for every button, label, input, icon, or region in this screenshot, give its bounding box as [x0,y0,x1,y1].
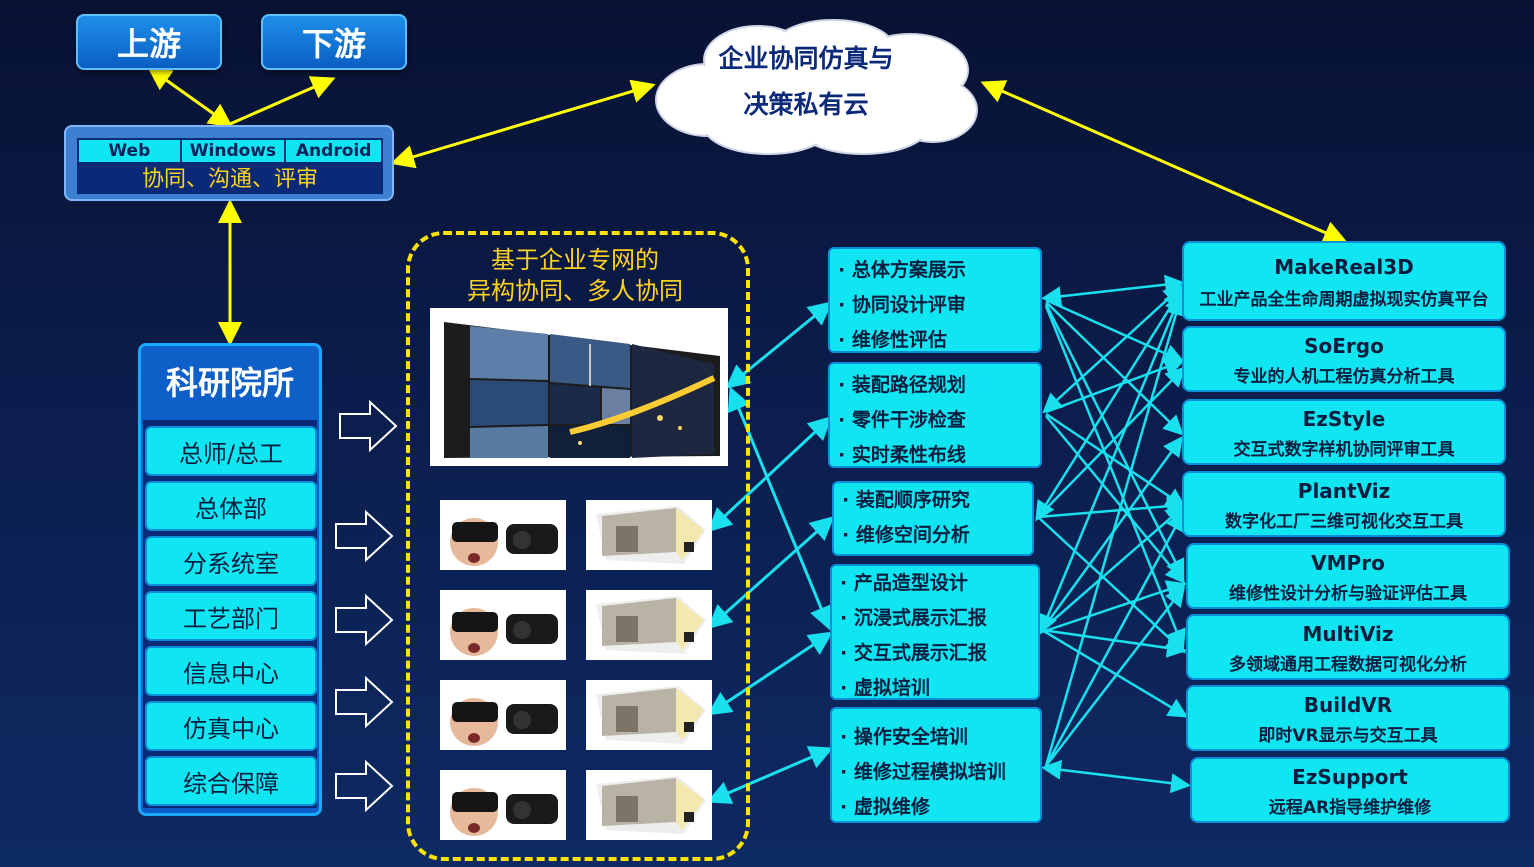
function-item: · 虚拟维修 [840,796,930,818]
function-item: · 总体方案展示 [838,259,966,281]
tool-box-vmpro: VMPro 维修性设计分析与验证评估工具 [1186,543,1510,609]
tool-desc: 数字化工厂三维可视化交互工具 [1225,512,1463,532]
vr-scene-image [586,590,712,660]
upstream-label: 上游 [116,25,181,63]
function-item: · 零件干涉检查 [838,409,966,431]
institute-item: 总体部 [145,481,317,531]
function-box-4: · 产品造型设计 · 沉浸式展示汇报 · 交互式展示汇报 · 虚拟培训 [830,564,1040,700]
function-item: · 沉浸式展示汇报 [840,607,987,629]
institute-item: 综合保障 [145,756,317,806]
vr-scene-image [586,680,712,750]
institute-item: 分系统室 [145,536,317,586]
function-item: · 交互式展示汇报 [840,642,987,664]
downstream-button: 下游 [261,14,407,70]
tool-name: EzSupport [1292,765,1408,789]
hollow-arrow-1 [339,399,398,453]
tool-name: SoErgo [1304,334,1384,358]
institute-list: 总师/总工 总体部 分系统室 工艺部门 信息中心 仿真中心 综合保障 [143,420,317,808]
hollow-arrow-5 [335,759,394,813]
tool-desc: 远程AR指导维护维修 [1268,798,1432,818]
function-item: · 虚拟培训 [840,677,930,699]
hollow-arrow-4 [335,675,394,729]
tool-name: MakeReal3D [1274,255,1414,279]
arrow-cloud-tools [980,80,1348,244]
downstream-label: 下游 [301,25,366,63]
institute-item: 总师/总工 [145,426,317,476]
tool-name: BuildVR [1303,693,1393,717]
platform-tab-windows: Windows [181,140,287,162]
institute-panel: 科研院所 总师/总工 总体部 分系统室 工艺部门 信息中心 仿真中心 综合保障 [138,343,322,816]
function-box-3: · 装配顺序研究 · 维修空间分析 [832,481,1034,556]
tool-box-buildvr: BuildVR 即时VR显示与交互工具 [1186,685,1510,751]
vr-headset-image [440,680,566,750]
tool-desc: 即时VR显示与交互工具 [1258,726,1438,746]
video-wall-illustration [444,322,720,458]
institute-item: 工艺部门 [145,591,317,641]
vr-scene-image [586,500,712,570]
cloud-label: 企业协同仿真与 决策私有云 [648,36,964,128]
hollow-arrow-2 [335,509,394,563]
platform-inner: Web Windows Android 协同、沟通、评审 [77,138,383,194]
cloud-line-2: 决策私有云 [743,90,869,119]
tool-box-soergo: SoErgo 专业的人机工程仿真分析工具 [1182,326,1506,392]
hub-title-line-1: 基于企业专网的 [491,246,659,274]
platform-tab-web: Web [79,140,182,162]
tool-desc: 维修性设计分析与验证评估工具 [1229,584,1467,604]
function-box-5: · 操作安全培训 · 维修过程模拟培训 · 虚拟维修 [830,707,1042,823]
tool-box-makereal3d: MakeReal3D 工业产品全生命周期虚拟现实仿真平台 [1182,241,1506,321]
function-item: · 维修性评估 [838,329,947,351]
function-item: · 产品造型设计 [840,572,968,594]
tool-name: PlantViz [1297,479,1391,503]
institute-title: 科研院所 [165,364,294,402]
function-item: · 实时柔性布线 [838,444,966,466]
arrow-platform-cloud [390,79,656,169]
tool-box-ezsupport: EzSupport 远程AR指导维护维修 [1190,757,1510,823]
hub-network-box [406,231,750,861]
function-item: · 维修过程模拟培训 [840,761,1006,783]
institute-item: 仿真中心 [145,701,317,751]
video-wall-image [430,308,728,466]
cloud-shape [655,19,978,155]
tool-box-multiviz: MultiViz 多领域通用工程数据可视化分析 [1186,614,1510,680]
function-item: · 装配路径规划 [838,374,966,396]
function-item: · 装配顺序研究 [842,489,970,511]
institute-item: 信息中心 [145,646,317,696]
upstream-button: 上游 [76,14,222,70]
tool-desc: 专业的人机工程仿真分析工具 [1233,367,1455,387]
tool-desc: 交互式数字样机协同评审工具 [1233,440,1455,460]
hub-title-line-2: 异构协同、多人协同 [467,277,683,305]
tool-name: VMPro [1311,551,1385,575]
tool-desc: 多领域通用工程数据可视化分析 [1229,655,1467,675]
arrow-downstream-platform [229,76,336,126]
hollow-arrow-3 [335,593,394,647]
vr-scene-image [586,770,712,840]
vr-headset-image [440,590,566,660]
tool-desc: 工业产品全生命周期虚拟现实仿真平台 [1199,290,1489,310]
tool-name: MultiViz [1302,622,1394,646]
function-item: · 操作安全培训 [840,726,968,748]
function-box-1: · 总体方案展示 · 协同设计评审 · 维修性评估 [828,247,1042,353]
tool-box-plantviz: PlantViz 数字化工厂三维可视化交互工具 [1182,471,1506,537]
function-box-2: · 装配路径规划 · 零件干涉检查 · 实时柔性布线 [828,362,1042,468]
arrow-upstream-platform [147,66,233,128]
collab-platform: Web Windows Android 协同、沟通、评审 [64,125,394,201]
vr-headset-image [440,770,566,840]
tool-box-ezstyle: EzStyle 交互式数字样机协同评审工具 [1182,399,1506,465]
function-item: · 维修空间分析 [842,524,970,546]
vr-headset-image [440,500,566,570]
tool-name: EzStyle [1302,407,1386,431]
platform-tab-android: Android [286,140,382,162]
platform-caption: 协同、沟通、评审 [79,162,381,192]
function-item: · 协同设计评审 [838,294,966,316]
cloud-line-1: 企业协同仿真与 [718,44,894,73]
hub-title: 基于企业专网的 异构协同、多人协同 [420,245,730,307]
